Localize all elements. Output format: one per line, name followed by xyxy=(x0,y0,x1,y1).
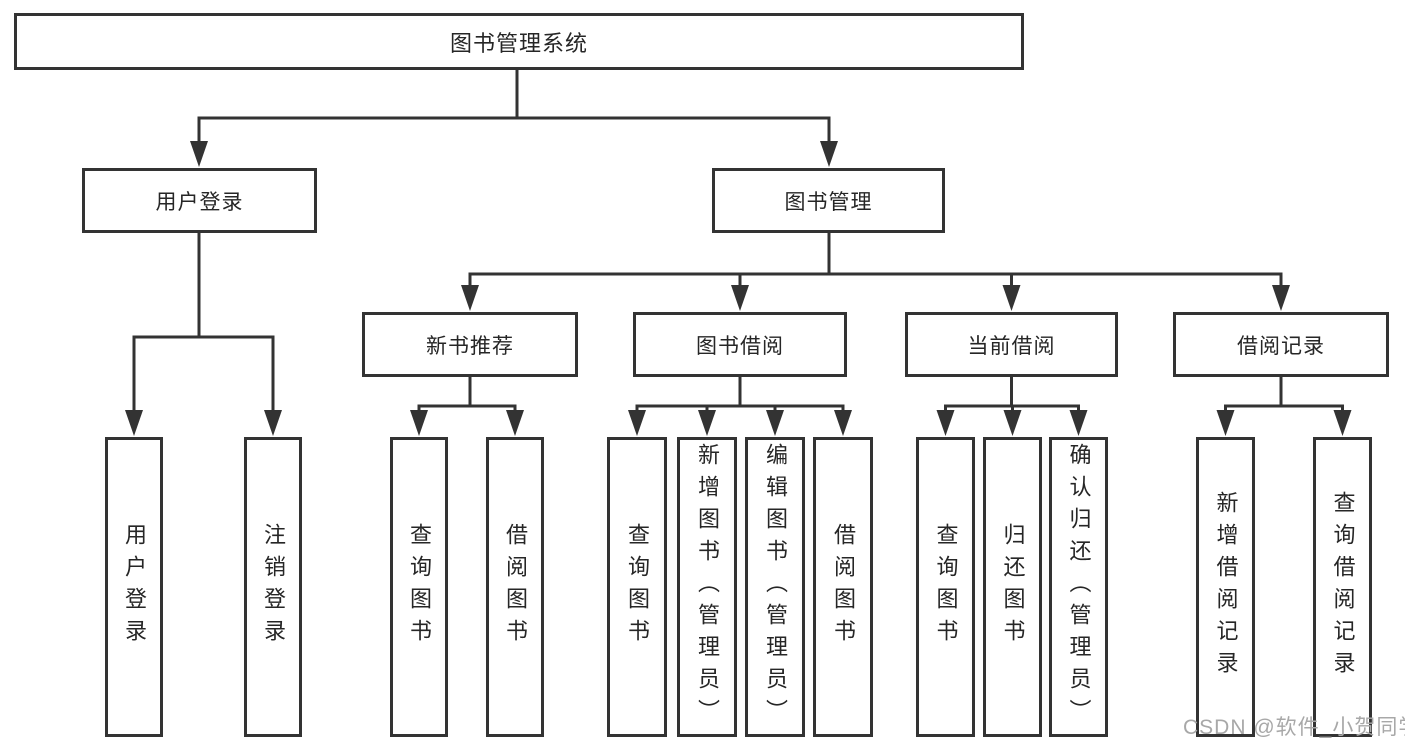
node-user-login: 用户登录 xyxy=(82,168,317,233)
node-current-borrow: 当前借阅 xyxy=(905,312,1118,377)
connector-borrow-records-branch xyxy=(1224,377,1344,412)
connector-user-login-branch xyxy=(132,335,275,412)
arrowheads xyxy=(125,141,1352,436)
leaf-query-books-current: 查询图书 xyxy=(916,437,975,737)
leaf-query-borrow-record: 查询借阅记录 xyxy=(1313,437,1372,737)
leaf-label: 新增图书（管理员） xyxy=(695,443,720,731)
leaf-label: 借阅图书 xyxy=(831,523,856,651)
leaf-query-books-borrow: 查询图书 xyxy=(607,437,667,737)
leaf-label: 确认归还（管理员） xyxy=(1066,443,1092,731)
leaf-label: 查询借阅记录 xyxy=(1330,491,1356,683)
connector-book-mgmt-branch xyxy=(468,272,1283,288)
node-new-books: 新书推荐 xyxy=(362,312,578,377)
leaf-add-book-admin: 新增图书（管理员） xyxy=(677,437,737,737)
node-book-borrow: 图书借阅 xyxy=(633,312,847,377)
node-root: 图书管理系统 xyxy=(14,13,1024,70)
connector-root-branch xyxy=(197,116,831,144)
leaf-label: 归还图书 xyxy=(1000,523,1026,651)
leaf-label: 查询图书 xyxy=(933,523,959,651)
leaf-add-borrow-record: 新增借阅记录 xyxy=(1196,437,1255,737)
watermark-text: CSDN @软件_小贺同学 xyxy=(1183,716,1405,739)
leaf-label: 注销登录 xyxy=(261,523,286,651)
leaf-confirm-return-admin: 确认归还（管理员） xyxy=(1049,437,1108,737)
leaf-label: 查询图书 xyxy=(625,523,650,651)
connector-current-borrow-branch xyxy=(944,377,1080,412)
leaf-label: 新增借阅记录 xyxy=(1213,491,1239,683)
leaf-label: 编辑图书（管理员） xyxy=(763,443,788,731)
connector-new-books-branch xyxy=(417,377,517,412)
leaf-user-login: 用户登录 xyxy=(105,437,163,737)
leaf-borrow-books-recommend: 借阅图书 xyxy=(486,437,544,737)
leaf-label: 用户登录 xyxy=(122,523,147,651)
node-borrow-records: 借阅记录 xyxy=(1173,312,1389,377)
leaf-query-books-recommend: 查询图书 xyxy=(390,437,448,737)
leaf-edit-book-admin: 编辑图书（管理员） xyxy=(745,437,805,737)
leaf-logout: 注销登录 xyxy=(244,437,302,737)
leaf-return-book: 归还图书 xyxy=(983,437,1042,737)
leaf-borrow-books: 借阅图书 xyxy=(813,437,873,737)
node-book-mgmt: 图书管理 xyxy=(712,168,945,233)
leaf-label: 查询图书 xyxy=(407,523,432,651)
leaf-label: 借阅图书 xyxy=(503,523,528,651)
connector-book-borrow-branch xyxy=(635,377,845,412)
